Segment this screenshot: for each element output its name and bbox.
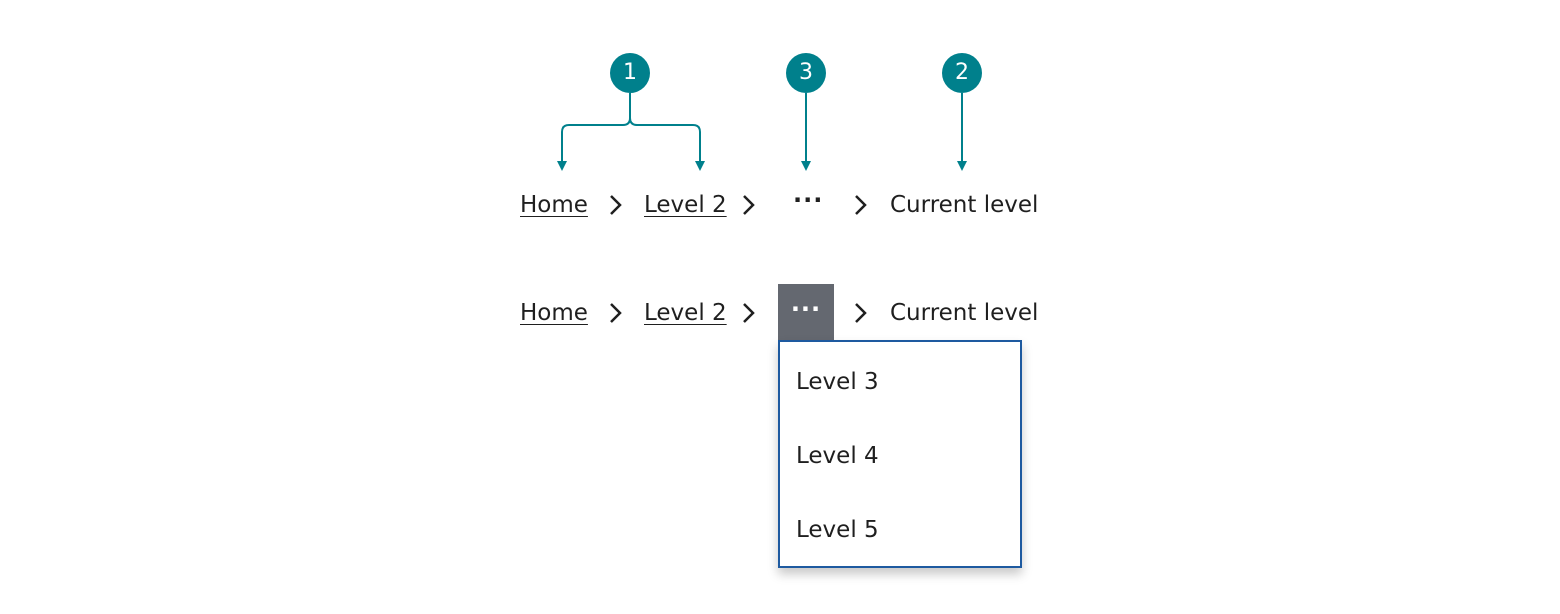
annotation-badge-2: 2 bbox=[942, 53, 982, 93]
chevron-right-icon bbox=[855, 195, 867, 215]
breadcrumb-current-level: Current level bbox=[890, 300, 1039, 326]
chevron-right-icon bbox=[610, 195, 622, 215]
breadcrumb-overflow-button-active[interactable]: ··· bbox=[778, 284, 834, 340]
chevron-right-icon bbox=[855, 303, 867, 323]
chevron-right-icon bbox=[743, 303, 755, 323]
menu-item-level-3[interactable]: Level 3 bbox=[796, 369, 879, 395]
arrowhead-icon bbox=[957, 161, 967, 171]
arrowhead-icon bbox=[557, 161, 567, 171]
breadcrumb-current-level: Current level bbox=[890, 192, 1039, 218]
menu-item-level-4[interactable]: Level 4 bbox=[796, 443, 879, 469]
chevron-right-icon bbox=[743, 195, 755, 215]
arrowhead-icon bbox=[695, 161, 705, 171]
breadcrumb-home-link[interactable]: Home bbox=[520, 300, 588, 326]
annotation-badge-1: 1 bbox=[610, 53, 650, 93]
breadcrumb-overflow-button[interactable]: ··· bbox=[793, 186, 824, 214]
connector-1-level2 bbox=[629, 117, 701, 162]
overflow-dropdown-menu: Level 3 Level 4 Level 5 bbox=[778, 340, 1022, 568]
menu-item-level-5[interactable]: Level 5 bbox=[796, 517, 879, 543]
connector-1-home bbox=[561, 93, 631, 162]
arrowhead-icon bbox=[801, 161, 811, 171]
breadcrumb-home-link[interactable]: Home bbox=[520, 192, 588, 218]
breadcrumb-level2-link[interactable]: Level 2 bbox=[644, 300, 727, 326]
breadcrumb-level2-link[interactable]: Level 2 bbox=[644, 192, 727, 218]
annotation-badge-3: 3 bbox=[786, 53, 826, 93]
chevron-right-icon bbox=[610, 303, 622, 323]
